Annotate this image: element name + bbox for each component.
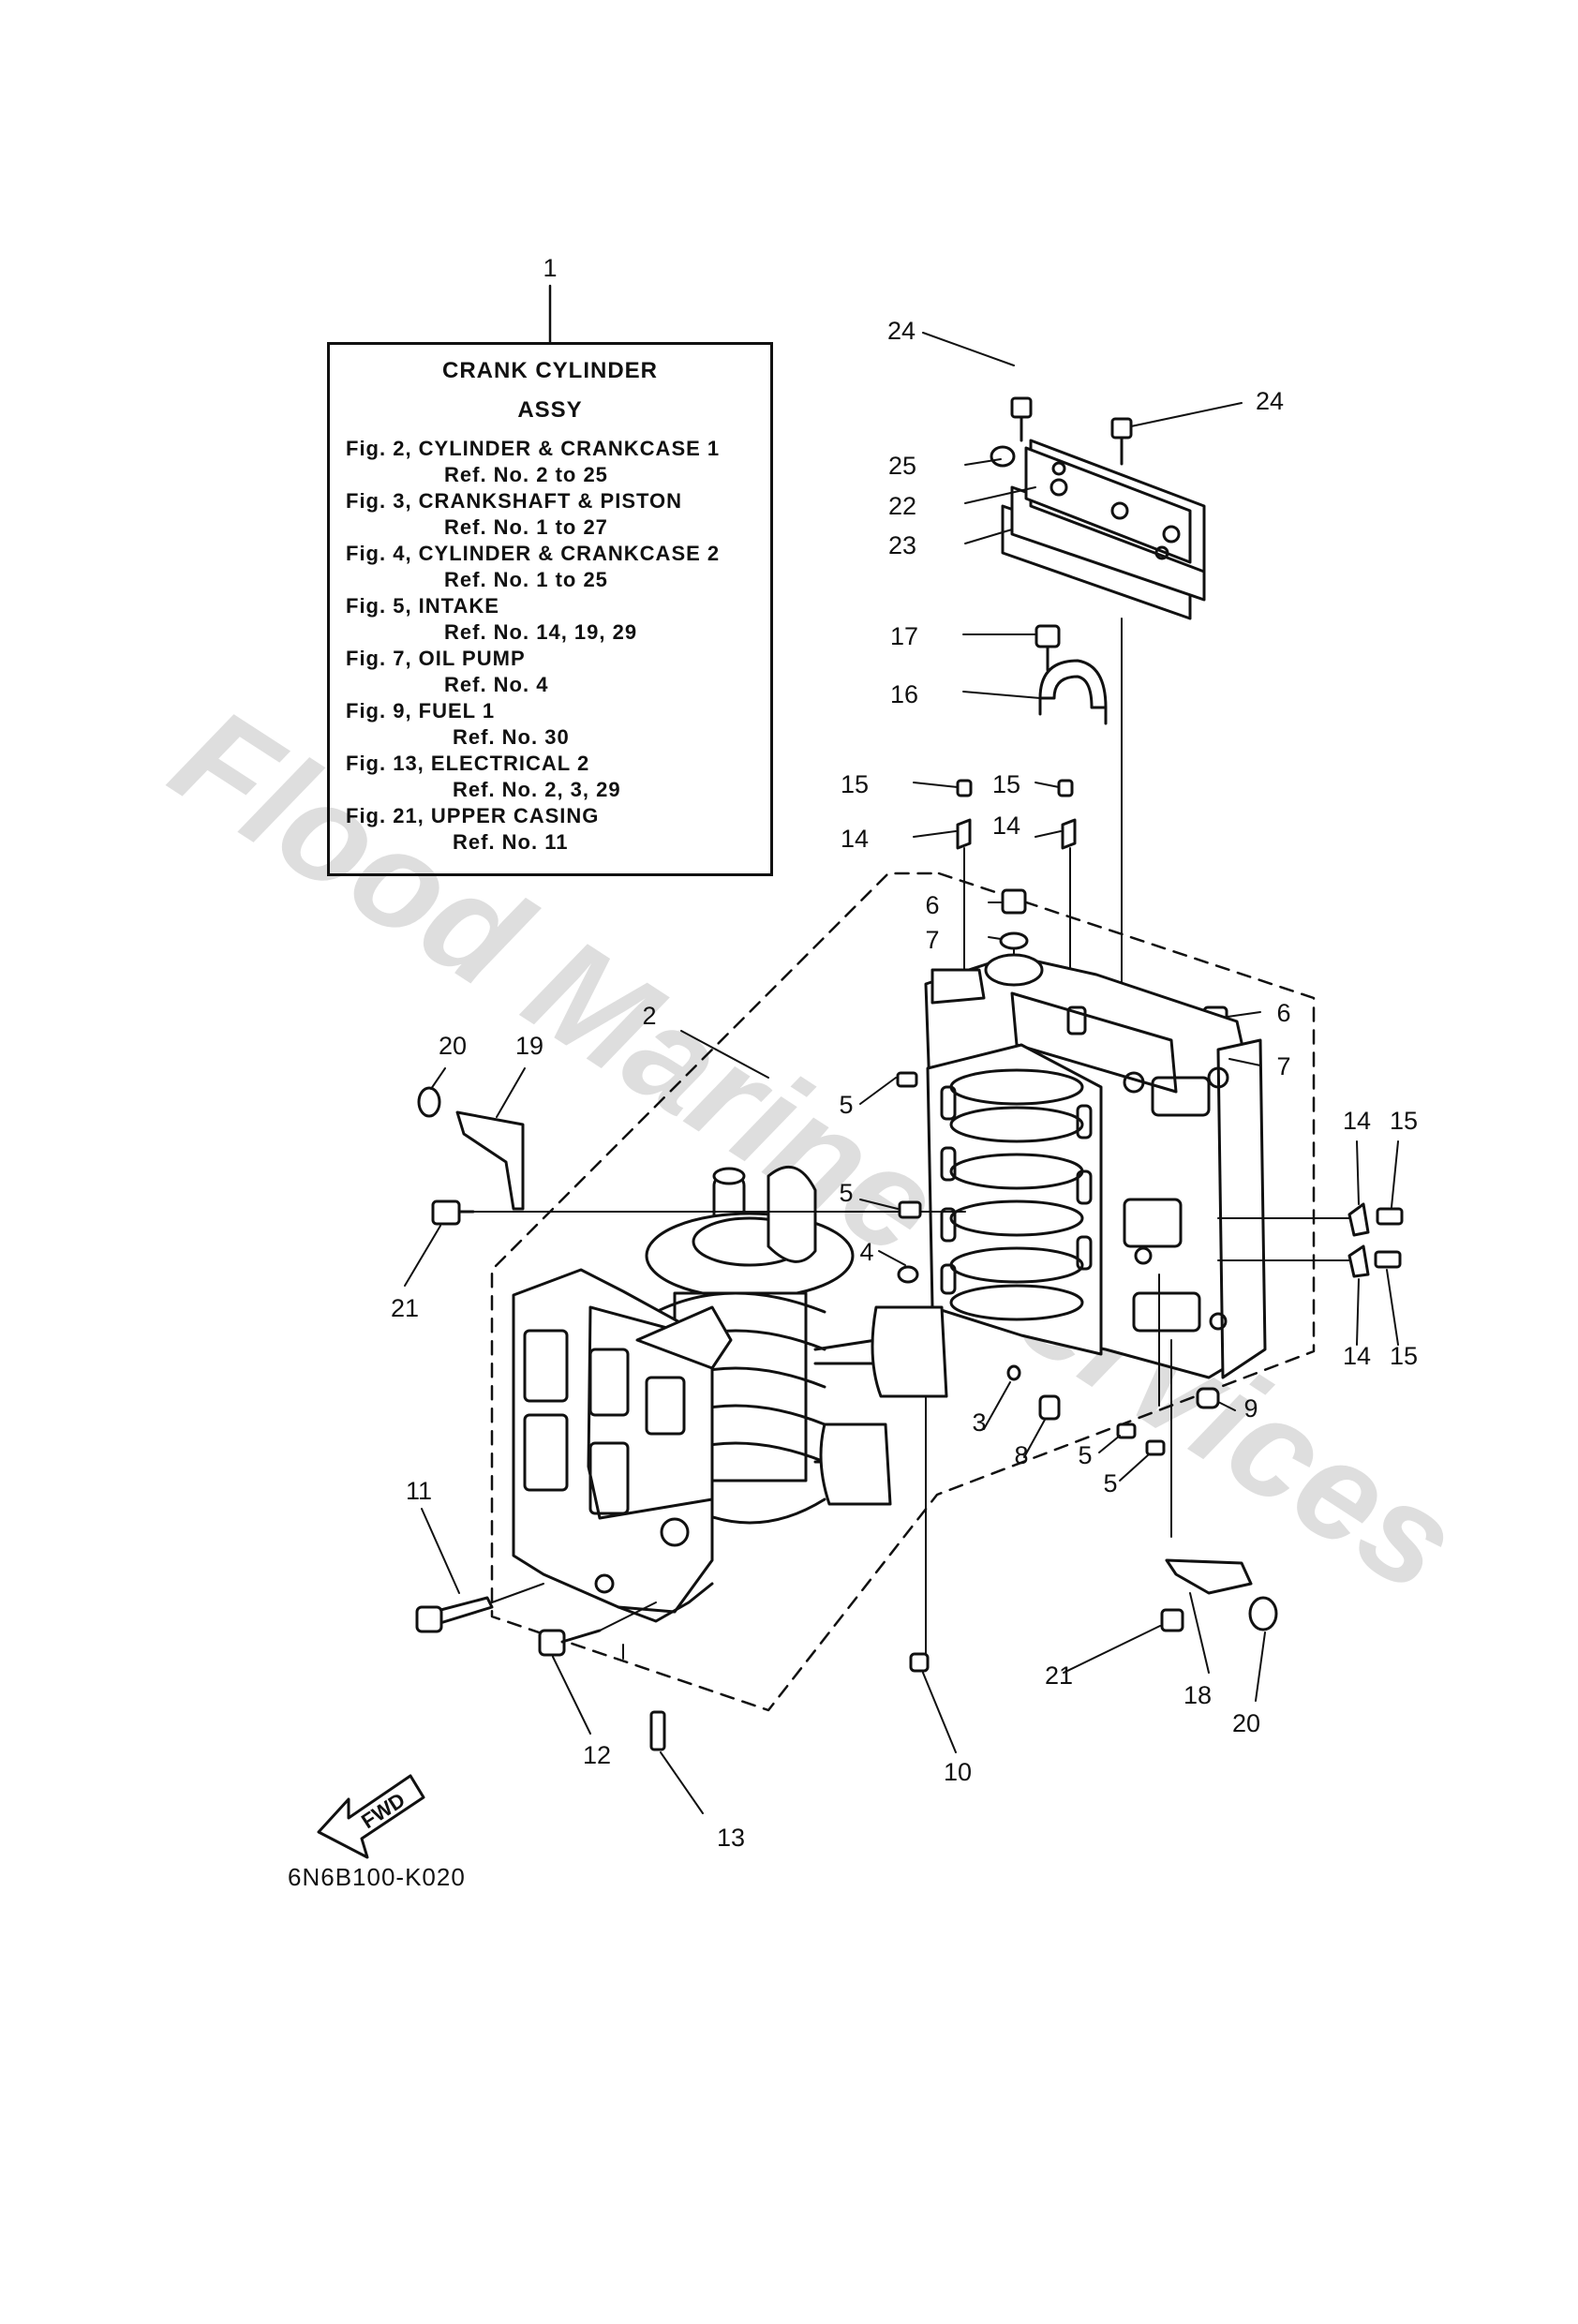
assy-fig-line: Fig. 7, OIL PUMP xyxy=(346,647,526,670)
callout-9: 9 xyxy=(1243,1394,1258,1423)
callout-18: 18 xyxy=(1184,1681,1212,1709)
callout-8: 8 xyxy=(1014,1441,1028,1469)
assy-ref-line: Ref. No. 1 to 25 xyxy=(444,568,608,591)
cylinder-block xyxy=(924,953,1267,1379)
callout-20: 20 xyxy=(439,1032,467,1060)
callout-5: 5 xyxy=(839,1091,853,1119)
callout-21: 21 xyxy=(391,1294,419,1322)
assy-title-line1: CRANK CYLINDER xyxy=(442,358,658,383)
bottom-fittings xyxy=(415,1583,930,1751)
cylinder-head-cover-group xyxy=(990,396,1206,620)
callout-14: 14 xyxy=(1343,1107,1371,1135)
assy-ref-line: Ref. No. 4 xyxy=(444,673,549,696)
assy-ref-line: Ref. No. 30 xyxy=(453,725,570,749)
callout-7: 7 xyxy=(1276,1052,1290,1080)
callout-13: 13 xyxy=(717,1824,745,1852)
bottom-right-fittings xyxy=(1160,1558,1278,1632)
assy-ref-line: Ref. No. 14, 19, 29 xyxy=(444,620,638,644)
assy-fig-line: Fig. 2, CYLINDER & CRANKCASE 1 xyxy=(346,437,721,460)
callout-17: 17 xyxy=(890,622,918,650)
assy-fig-line: Fig. 5, INTAKE xyxy=(346,594,499,618)
callout-15: 15 xyxy=(1390,1342,1418,1370)
callout-14: 14 xyxy=(1343,1342,1371,1370)
fwd-arrow-icon xyxy=(317,1774,425,1859)
leader-lines xyxy=(404,332,1399,1814)
callout-16: 16 xyxy=(890,680,918,708)
diagram-code: 6N6B100-K020 xyxy=(288,1863,466,1891)
callout-14: 14 xyxy=(841,825,869,853)
callout-6: 6 xyxy=(925,891,939,919)
assy-fig-line: Fig. 21, UPPER CASING xyxy=(346,804,600,827)
callout-23: 23 xyxy=(888,531,916,559)
callout-22: 22 xyxy=(888,492,916,520)
callout-5: 5 xyxy=(1078,1441,1092,1469)
crank-cylinder-assy-box: CRANK CYLINDER ASSY Fig. 2, CYLINDER & C… xyxy=(327,342,773,876)
callout-11: 11 xyxy=(406,1477,432,1505)
callout-4: 4 xyxy=(859,1238,873,1266)
assembly-boundary-dashed xyxy=(490,872,1316,1712)
callout-10: 10 xyxy=(944,1758,972,1786)
callout-12: 12 xyxy=(583,1741,611,1769)
callout-20: 20 xyxy=(1232,1709,1260,1737)
assy-fig-line: Fig. 4, CYLINDER & CRANKCASE 2 xyxy=(346,542,721,565)
right-clips-bolts xyxy=(1217,1202,1404,1278)
callout-21: 21 xyxy=(1045,1661,1073,1690)
callout-24: 24 xyxy=(887,317,916,345)
assy-ref-line: Ref. No. 2, 3, 29 xyxy=(453,778,621,801)
callout-6: 6 xyxy=(1276,999,1290,1027)
assy-ref-line: Ref. No. 2 to 25 xyxy=(444,463,608,486)
assy-fig-line: Fig. 13, ELECTRICAL 2 xyxy=(346,752,590,775)
callout-15: 15 xyxy=(841,770,869,798)
callout-numbers: 24 24 25 22 23 17 16 15 15 14 14 6 7 6 7… xyxy=(391,254,1418,1852)
assy-fig-line: Fig. 3, CRANKSHAFT & PISTON xyxy=(346,489,683,513)
clamp-bracket-group xyxy=(1035,624,1108,725)
callout-15: 15 xyxy=(1390,1107,1418,1135)
callout-15: 15 xyxy=(992,770,1020,798)
callout-7: 7 xyxy=(925,926,939,954)
callout-5: 5 xyxy=(1103,1469,1117,1497)
callout-3: 3 xyxy=(972,1408,986,1437)
callout-2: 2 xyxy=(642,1002,656,1030)
callout-25: 25 xyxy=(888,452,916,480)
callout-5: 5 xyxy=(839,1179,853,1207)
assy-fig-line: Fig. 9, FUEL 1 xyxy=(346,699,496,723)
callout-14: 14 xyxy=(992,812,1020,840)
crankcase xyxy=(512,1268,733,1623)
small-fittings xyxy=(896,1071,1220,1456)
callout-24: 24 xyxy=(1256,387,1284,415)
callout-19: 19 xyxy=(515,1032,543,1060)
assy-ref-line: Ref. No. 11 xyxy=(453,830,569,854)
assy-title-line2: ASSY xyxy=(517,397,583,423)
drain-plug-top-left xyxy=(999,888,1029,980)
left-fittings xyxy=(417,1086,525,1226)
assy-ref-line: Ref. No. 1 to 27 xyxy=(444,515,608,539)
assy-ref-number: 1 xyxy=(543,254,557,282)
